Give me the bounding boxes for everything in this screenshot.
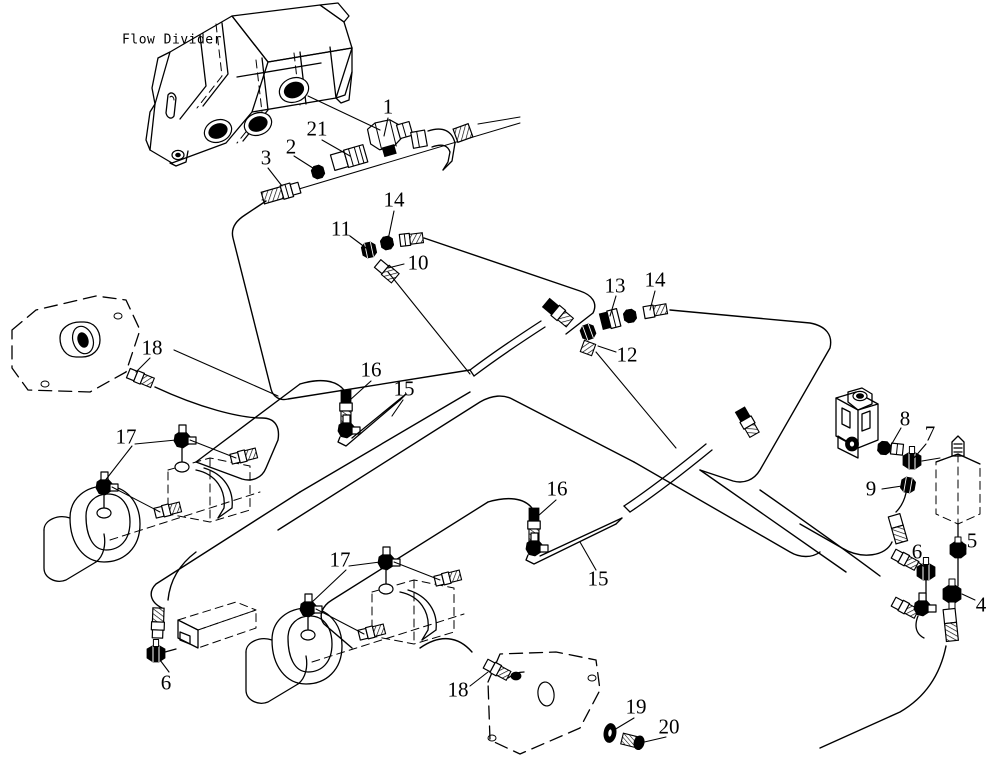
lower-left-block-assembly xyxy=(146,601,257,663)
flow-divider-body xyxy=(145,2,353,167)
callout-leader-lines xyxy=(103,95,967,744)
callout-number-20: 20 xyxy=(658,714,680,739)
hose-divider-to-left xyxy=(231,200,471,401)
center-fitting-cluster-a xyxy=(360,232,425,284)
inline-coupler-upper xyxy=(541,297,575,328)
hose-long-center-a xyxy=(277,395,635,531)
gearbox-bottom-right xyxy=(482,651,647,755)
tube-assembly-15-16-upper xyxy=(299,379,407,447)
tee-cluster-bottom-right xyxy=(819,547,976,749)
callout-number-6a: 6 xyxy=(911,539,923,564)
callout-number-6b: 6 xyxy=(160,670,172,695)
motor-assembly-middle-left xyxy=(43,424,261,582)
callout-number-8: 8 xyxy=(899,406,911,431)
callout-number-15b: 15 xyxy=(587,566,609,591)
callout-number-5: 5 xyxy=(966,528,978,553)
callout-number-3: 3 xyxy=(260,145,272,170)
callout-number-7: 7 xyxy=(924,421,936,446)
callout-number-2: 2 xyxy=(285,134,297,159)
inline-coupler-right xyxy=(734,406,760,439)
callout-number-16b: 16 xyxy=(546,476,568,501)
callout-number-4: 4 xyxy=(975,592,987,617)
callout-number-13: 13 xyxy=(604,273,626,298)
callout-number-1: 1 xyxy=(382,94,394,119)
solenoid-valve-block xyxy=(799,387,941,556)
hose-long-left-diagonal xyxy=(195,383,301,463)
reservoir-block xyxy=(935,435,981,587)
callout-number-11: 11 xyxy=(330,216,352,241)
callout-number-18b: 18 xyxy=(447,677,469,702)
motor-assembly-bottom-center xyxy=(245,546,465,704)
callout-number-9: 9 xyxy=(865,476,877,501)
hose-long-center-b xyxy=(150,491,301,609)
callout-number-16a: 16 xyxy=(360,357,382,382)
tube-assembly-15-16-lower xyxy=(487,497,623,565)
callout-number-18a: 18 xyxy=(141,335,163,360)
hose-long-right-a xyxy=(633,461,821,558)
motor-assembly-upper-left xyxy=(11,295,156,393)
callout-number-10: 10 xyxy=(407,250,429,275)
callout-number-12: 12 xyxy=(616,342,638,367)
callout-number-19: 19 xyxy=(625,694,647,719)
callout-number-14a: 14 xyxy=(383,187,405,212)
callout-number-17b: 17 xyxy=(329,547,351,572)
callout-number-14b: 14 xyxy=(644,267,666,292)
callout-number-21: 21 xyxy=(306,116,328,141)
diagram-title-label: Flow Divider xyxy=(122,32,222,48)
hose-long-right-b xyxy=(320,501,489,649)
callout-number-17a: 17 xyxy=(115,424,137,449)
callout-number-15a: 15 xyxy=(393,376,415,401)
hose-long-center-c xyxy=(299,391,471,493)
